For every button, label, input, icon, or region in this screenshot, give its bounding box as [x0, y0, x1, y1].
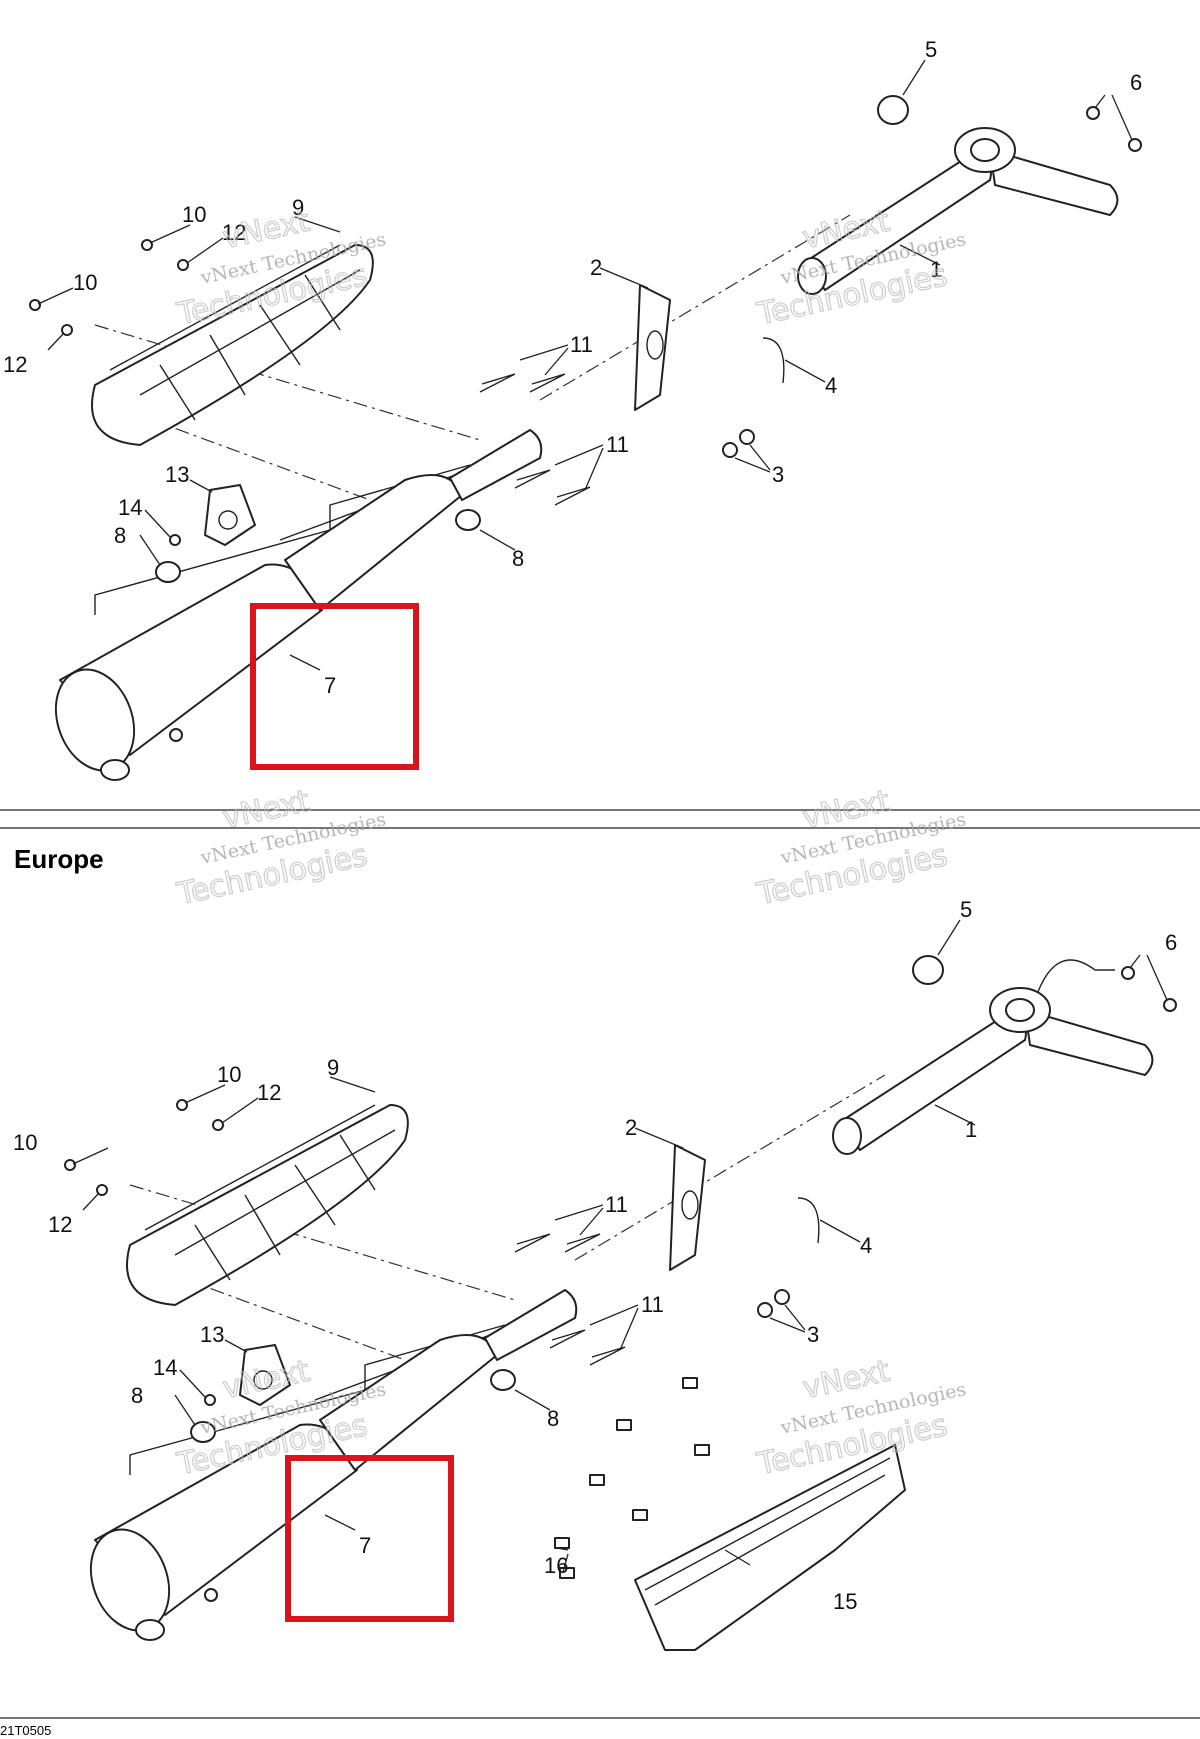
callout-8: 8: [131, 1383, 143, 1408]
callout-12: 12: [48, 1212, 72, 1237]
muffler: [89, 1289, 578, 1641]
callout-6: 6: [1130, 70, 1142, 95]
callout-3: 3: [772, 462, 784, 487]
exhaust-pipe: [832, 959, 1154, 1155]
assembly-centerline: [94, 324, 481, 441]
washer: [177, 259, 189, 271]
callout-14: 14: [118, 495, 142, 520]
screw: [141, 239, 153, 251]
callout-1: 1: [930, 257, 942, 282]
callout-1: 1: [965, 1117, 977, 1142]
springs: [479, 373, 591, 506]
callout-8: 8: [512, 546, 524, 571]
skid-plate: [634, 1444, 906, 1651]
screw: [169, 534, 181, 546]
callout-10: 10: [13, 1130, 37, 1155]
callout-10: 10: [73, 270, 97, 295]
exhaust-pipe: [797, 127, 1119, 295]
callout-4: 4: [860, 1233, 872, 1258]
washer: [61, 324, 73, 336]
callout-7: 7: [324, 673, 336, 698]
callout-16: 16: [544, 1553, 568, 1578]
springs: [514, 1233, 626, 1366]
nut: [1086, 106, 1100, 120]
callout-7: 7: [359, 1533, 371, 1558]
callout-15: 15: [833, 1589, 857, 1614]
callout-10: 10: [217, 1062, 241, 1087]
callout-14: 14: [153, 1355, 177, 1380]
grommet: [155, 561, 181, 583]
bottom-diagram: 5 6 9 10 12 10 12 2 1 11 11 4 3 8 13 14 …: [13, 897, 1177, 1651]
section-title: Europe: [14, 844, 104, 874]
callout-5: 5: [960, 897, 972, 922]
callout-12: 12: [257, 1080, 281, 1105]
nut: [1128, 138, 1142, 152]
heat-shield: [126, 1104, 409, 1306]
callout-11: 11: [606, 432, 629, 457]
callout-11: 11: [641, 1292, 664, 1317]
callout-9: 9: [292, 195, 304, 220]
callout-11: 11: [605, 1192, 628, 1217]
callout-13: 13: [200, 1322, 224, 1347]
callout-8: 8: [547, 1406, 559, 1431]
grommet: [455, 509, 481, 531]
callout-6: 6: [1165, 930, 1177, 955]
hose: [762, 337, 785, 384]
bracket-hole: [646, 330, 664, 360]
callout-2: 2: [590, 255, 602, 280]
callout-12: 12: [3, 352, 27, 377]
bracket-13: [204, 484, 256, 546]
callout-10: 10: [182, 202, 206, 227]
callout-9: 9: [327, 1055, 339, 1080]
callout-11: 11: [570, 332, 593, 357]
callout-13: 13: [165, 462, 189, 487]
callout-8: 8: [114, 523, 126, 548]
muffler: [54, 429, 543, 781]
callout-3: 3: [807, 1322, 819, 1347]
bolt: [739, 429, 755, 445]
top-leader-lines: [37, 59, 1133, 671]
bracket: [634, 284, 671, 411]
screw: [29, 299, 41, 311]
highlight-box: [250, 603, 419, 770]
figure-code: 21T0505: [0, 1723, 51, 1738]
heat-shield: [91, 244, 374, 446]
callout-4: 4: [825, 373, 837, 398]
highlight-box: [285, 1455, 454, 1622]
bottom-leader-lines: [72, 919, 1168, 1573]
clips: [554, 1377, 710, 1579]
gasket-ring: [877, 95, 909, 125]
callout-12: 12: [222, 220, 246, 245]
callout-5: 5: [925, 37, 937, 62]
bolt: [722, 442, 738, 458]
assembly-centerline: [539, 214, 851, 401]
callout-2: 2: [625, 1115, 637, 1140]
top-diagram: 5 6 9 10 12 10 12 2 1 11 11 4 3 8 13 14 …: [3, 37, 1142, 781]
assembly-centerline: [124, 409, 371, 501]
